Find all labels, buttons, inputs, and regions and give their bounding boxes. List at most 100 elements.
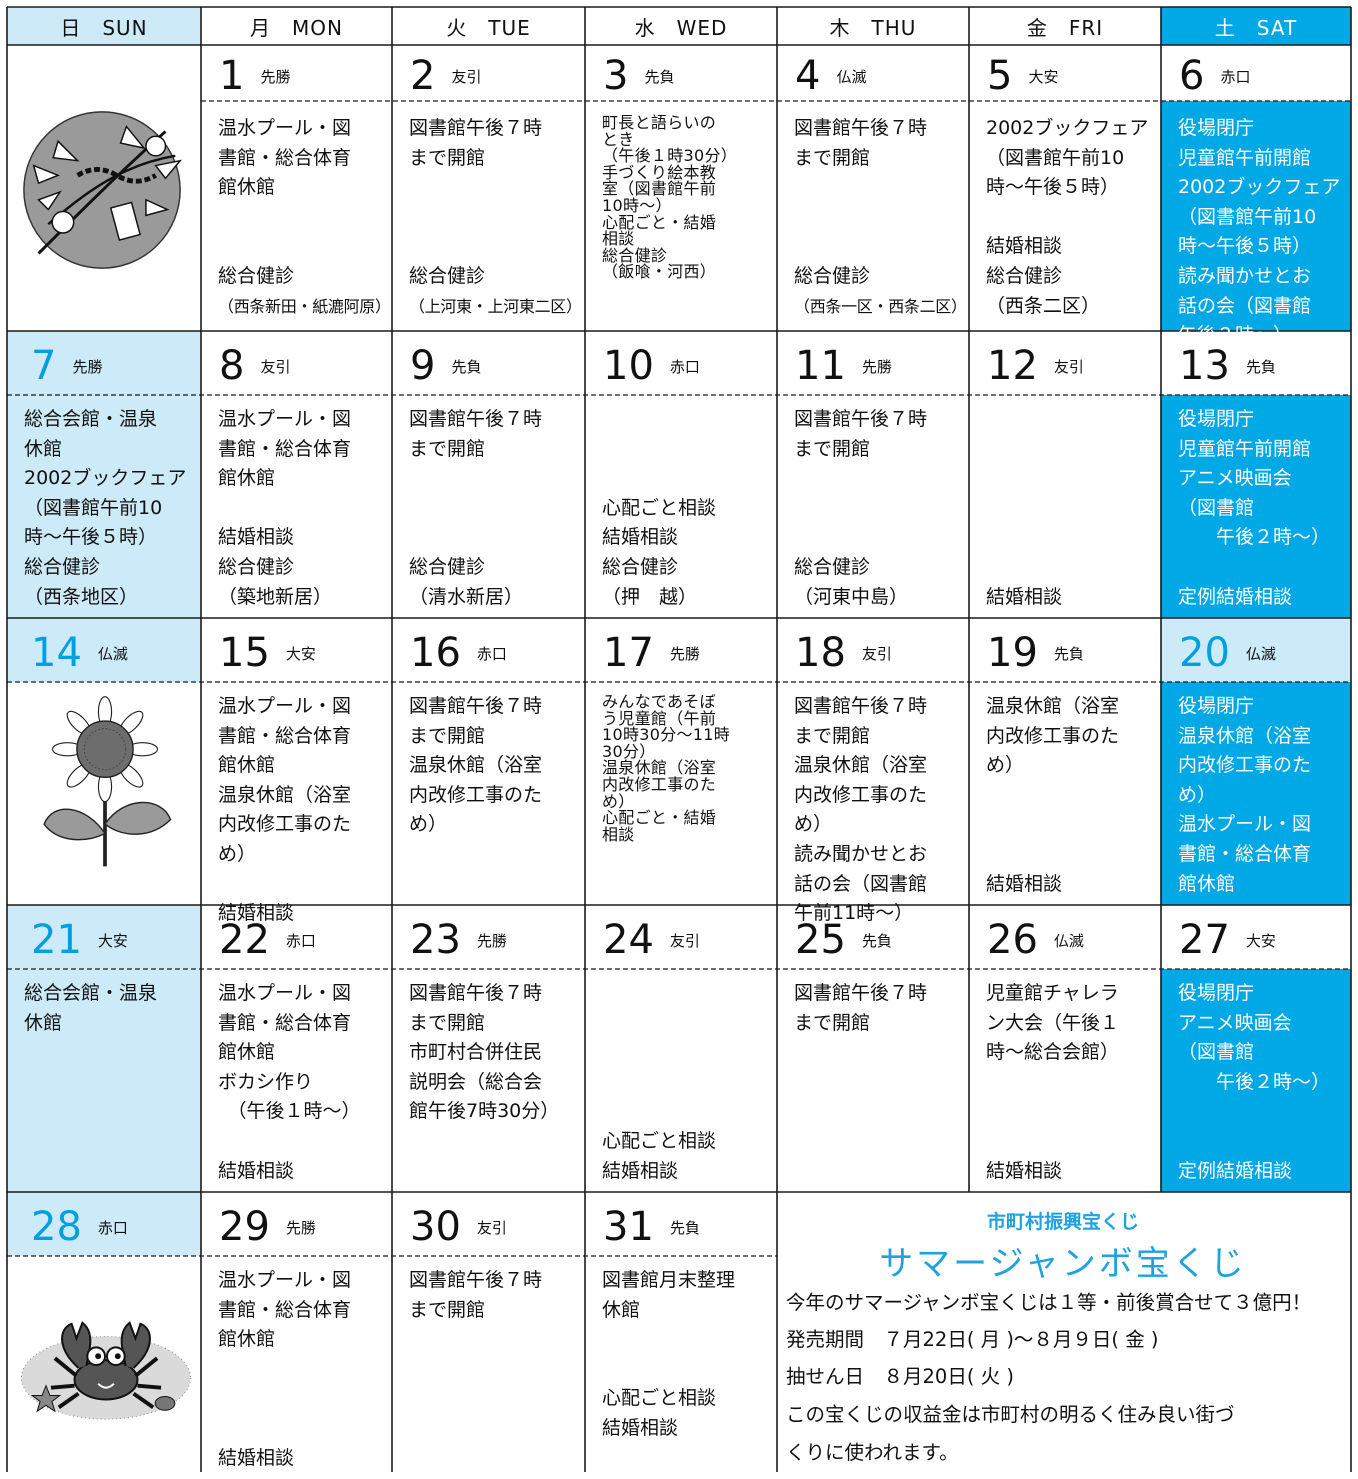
rokuyo-label: 大安 xyxy=(1028,67,1059,86)
day-number: 9 xyxy=(410,343,436,389)
event-line: （図書館 xyxy=(1178,1041,1255,1064)
event-line: みんなであそぼ xyxy=(602,692,716,711)
event-line: 話の会（図書館 xyxy=(794,872,928,895)
weekday-header: 金 FRI xyxy=(1026,15,1104,40)
header-sunday-bg xyxy=(7,7,201,45)
event-line: 書館・総合体育 xyxy=(218,146,352,169)
day-number: 13 xyxy=(1179,343,1230,389)
event-line: 役場閉庁 xyxy=(1178,117,1255,139)
rokuyo-label: 赤口 xyxy=(476,644,507,663)
event-line: まで開館 xyxy=(794,1011,871,1034)
event-line: 結婚相談 xyxy=(602,1416,679,1439)
saturday-events-bg xyxy=(1161,395,1351,618)
day-number: 23 xyxy=(410,917,461,963)
event-line: （図書館 xyxy=(1178,496,1255,519)
event-line: 結婚相談 xyxy=(218,902,295,925)
event-line: 時～午後５時） xyxy=(1178,235,1312,258)
rokuyo-label: 先勝 xyxy=(861,357,892,376)
event-line: 結婚相談 xyxy=(986,1159,1063,1182)
event-line: （河東中島） xyxy=(794,585,909,608)
day-number: 18 xyxy=(795,630,846,676)
day-events: 図書館午後７時まで開館市町村合併住民説明会（総合会館午後7時30分） xyxy=(409,979,559,1127)
event-line: 説明会（総合会 xyxy=(409,1070,543,1093)
day-number: 26 xyxy=(987,917,1038,963)
day-events: 図書館午後７時まで開館 xyxy=(794,979,927,1038)
event-spacer xyxy=(602,435,716,465)
event-line: 館休館 xyxy=(218,754,276,777)
event-line: め） xyxy=(986,754,1025,777)
event-line: （西条新田・紙漉阿原） xyxy=(218,296,391,316)
event-spacer xyxy=(986,494,1062,524)
day-events: 図書館午後７時まで開館総合健診（河東中島） xyxy=(794,405,927,612)
rokuyo-label: 大安 xyxy=(97,931,128,950)
event-line: 図書館午後７時 xyxy=(409,117,543,139)
event-line: 心配ごと・結婚 xyxy=(602,808,717,828)
event-line: アニメ映画会 xyxy=(1178,1011,1292,1034)
event-line: 結婚相談 xyxy=(218,1159,295,1182)
weekday-header: 火 TUE xyxy=(446,15,531,40)
day-events: 温水プール・図書館・総合体育館休館温泉休館（浴室内改修工事のため）結婚相談 xyxy=(218,692,351,929)
event-spacer xyxy=(794,173,967,203)
event-line: 総合会館・温泉 xyxy=(24,408,158,430)
day-number: 4 xyxy=(795,53,821,99)
rokuyo-label: 先勝 xyxy=(260,67,291,86)
event-line: ボカシ作り xyxy=(218,1070,314,1093)
event-line: まで開館 xyxy=(794,146,871,169)
rokuyo-label: 友引 xyxy=(451,67,482,86)
event-spacer xyxy=(218,1355,351,1385)
event-line: 心配ごと相談 xyxy=(602,496,717,519)
rokuyo-label: 先負 xyxy=(861,931,892,950)
lottery-text-line: 今年のサマージャンボ宝くじは１等・前後賞合せて３億円！ xyxy=(786,1291,1312,1314)
day-number: 25 xyxy=(795,917,846,963)
event-line: う児童館（午前 xyxy=(602,708,717,728)
day-events: 図書館午後７時まで開館総合健診（西条一区・西条二区） xyxy=(794,114,967,321)
event-spacer xyxy=(409,464,542,494)
event-spacer xyxy=(409,523,542,553)
day-number: 21 xyxy=(31,917,82,963)
event-line: 2002ブックフェア xyxy=(24,467,187,490)
event-spacer xyxy=(986,810,1119,840)
event-line: 内改修工事のた xyxy=(409,783,543,806)
day-number: 15 xyxy=(219,630,270,676)
event-line: 内改修工事のた xyxy=(1178,754,1312,777)
rokuyo-label: 先勝 xyxy=(669,644,700,663)
event-line: 児童館チャレラ xyxy=(986,982,1119,1004)
day-number: 30 xyxy=(410,1204,461,1250)
event-line: アニメ映画会 xyxy=(1178,467,1292,490)
rokuyo-label: 先負 xyxy=(1245,357,1276,376)
rokuyo-label: 大安 xyxy=(285,644,316,663)
event-line: 相談 xyxy=(602,824,635,844)
event-line: 総合健診 xyxy=(409,555,486,578)
event-line: 時～総合会館） xyxy=(986,1041,1120,1064)
event-line: （押 越） xyxy=(602,585,698,608)
event-line: 午後２時～） xyxy=(1178,324,1293,347)
day-events: 図書館午後７時まで開館温泉休館（浴室内改修工事のため） xyxy=(409,692,542,840)
event-line: 結婚相談 xyxy=(218,526,295,549)
rokuyo-label: 赤口 xyxy=(285,931,316,950)
event-line: 図書館午後７時 xyxy=(794,695,928,717)
event-line: 内改修工事のた xyxy=(986,724,1120,747)
day-number: 20 xyxy=(1179,630,1230,676)
day-events: 役場閉庁温泉休館（浴室内改修工事のため）温水プール・図書館・総合体育館休館 xyxy=(1178,692,1311,899)
day-events: 心配ごと相談結婚相談 xyxy=(602,979,716,1186)
event-line: （図書館午前10 xyxy=(24,496,163,519)
event-spacer xyxy=(986,1127,1119,1157)
saturday-events-bg xyxy=(1161,101,1351,331)
event-line: 書館・総合体育 xyxy=(218,437,352,460)
event-line: 書館・総合体育 xyxy=(1178,842,1312,865)
saturday-events-bg xyxy=(1161,969,1351,1192)
event-spacer xyxy=(218,232,391,262)
saturday-events-bg xyxy=(1161,682,1351,905)
event-line: 総合健診 xyxy=(602,555,679,578)
lottery-text-line: 発売期間 ７月22日( 月 )～８月９日( 金 ) xyxy=(786,1328,1159,1351)
event-spacer xyxy=(794,232,967,262)
